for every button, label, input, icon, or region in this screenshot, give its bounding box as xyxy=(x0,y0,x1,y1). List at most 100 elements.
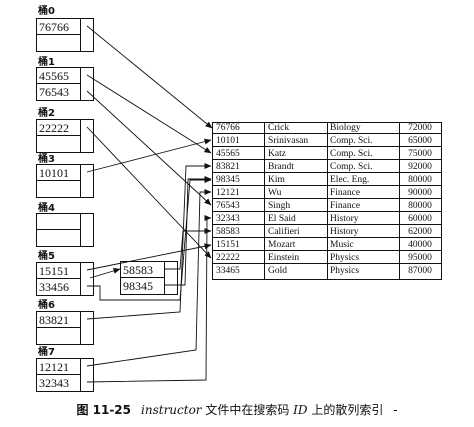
overflow-entry-2: 98345 xyxy=(121,278,165,294)
caption-middle: 文件中在搜索码 xyxy=(201,403,294,417)
bucket-7-entry-1: 12121 xyxy=(37,359,81,375)
bucket-4-entry-1 xyxy=(37,214,81,230)
record-id: 12121 xyxy=(216,188,240,198)
record-name: Califieri xyxy=(268,227,300,237)
record-dept: Comp. Sci. xyxy=(330,162,373,172)
record-name: Brandt xyxy=(268,162,294,172)
bucket-5-entry-1: 15151 xyxy=(37,263,81,279)
record-id: 83821 xyxy=(216,162,240,172)
bucket-6-entry-1: 83821 xyxy=(37,312,81,328)
record-id: 45565 xyxy=(216,149,240,159)
instructor-record: 33465 Gold Physics 87000 xyxy=(213,266,441,277)
bucket-0-label: 桶0 xyxy=(38,6,55,17)
caption-relation: instructor xyxy=(141,403,202,417)
pointer-arrow xyxy=(87,177,212,301)
record-name: Singh xyxy=(268,201,291,211)
instructor-record: 22222 Einstein Physics 95000 xyxy=(213,253,441,265)
bucket-2-entry-2 xyxy=(37,136,81,152)
instructor-record: 12121 Wu Finance 90000 xyxy=(213,188,441,200)
record-id: 22222 xyxy=(216,253,240,263)
bucket-7-label: 桶7 xyxy=(38,347,55,358)
bucket-3-entry-1: 10101 xyxy=(37,165,81,181)
pointer-arrow xyxy=(89,267,121,279)
record-dept: Finance xyxy=(330,188,361,198)
record-dept: History xyxy=(330,214,359,224)
record-name: El Said xyxy=(268,214,296,224)
record-salary: 72000 xyxy=(408,123,432,133)
record-salary: 80000 xyxy=(408,201,432,211)
column-divider xyxy=(399,123,400,279)
record-dept: Elec. Eng. xyxy=(330,175,370,185)
bucket-0: 76766 xyxy=(36,18,94,52)
record-salary: 60000 xyxy=(408,214,432,224)
bucket-0-entry-1: 76766 xyxy=(37,19,81,35)
record-salary: 62000 xyxy=(408,227,432,237)
record-salary: 87000 xyxy=(408,266,432,276)
bucket-4-label: 桶4 xyxy=(38,203,55,214)
record-dept: Physics xyxy=(330,253,360,263)
pointer-arrow xyxy=(86,138,212,173)
record-dept: Comp. Sci. xyxy=(330,149,373,159)
record-name: Kim xyxy=(268,175,285,185)
record-salary: 40000 xyxy=(408,240,432,250)
record-name: Katz xyxy=(268,149,286,159)
pointer-arrow xyxy=(86,243,212,271)
record-salary: 95000 xyxy=(408,253,432,263)
record-id: 58583 xyxy=(216,227,240,237)
bucket-1-entry-1: 45565 xyxy=(37,68,81,84)
bucket-7: 12121 32343 xyxy=(36,358,94,392)
pointer-arrow xyxy=(86,189,212,367)
record-name: Srinivasan xyxy=(268,136,309,146)
record-dept: Music xyxy=(330,240,354,250)
record-id: 15151 xyxy=(216,240,240,250)
pointer-arrow xyxy=(86,215,212,383)
record-name: Wu xyxy=(268,188,282,198)
record-id: 98345 xyxy=(216,175,240,185)
bucket-6: 83821 xyxy=(36,311,94,345)
record-name: Gold xyxy=(268,266,287,276)
record-id: 76543 xyxy=(216,201,240,211)
record-salary: 80000 xyxy=(408,175,432,185)
bucket-1-label: 桶1 xyxy=(38,57,55,68)
column-divider xyxy=(264,123,265,279)
record-dept: Physics xyxy=(330,266,360,276)
bucket-4 xyxy=(36,213,94,247)
caption-key: ID xyxy=(293,403,308,417)
record-salary: 65000 xyxy=(408,136,432,146)
instructor-record: 15151 Mozart Music 40000 xyxy=(213,240,441,252)
bucket-3: 10101 xyxy=(36,164,94,198)
bucket-5: 15151 33456 xyxy=(36,262,94,296)
bucket-4-entry-2 xyxy=(37,230,81,246)
pointer-arrow xyxy=(165,176,212,286)
bucket-7-entry-2: 32343 xyxy=(37,375,81,391)
bucket-5-label: 桶5 xyxy=(38,251,55,262)
record-dept: History xyxy=(330,227,359,237)
pointer-arrow xyxy=(86,163,212,320)
bucket-2-entry-1: 22222 xyxy=(37,120,81,136)
bucket-3-entry-2 xyxy=(37,181,81,197)
pointer-arrow xyxy=(86,25,213,129)
record-id: 33465 xyxy=(216,266,240,276)
record-name: Crick xyxy=(268,123,290,133)
record-salary: 90000 xyxy=(408,188,432,198)
record-salary: 75000 xyxy=(408,149,432,159)
bucket-5-entry-2: 33456 xyxy=(37,279,81,295)
record-name: Einstein xyxy=(268,253,300,263)
instructor-record: 98345 Kim Elec. Eng. 80000 xyxy=(213,175,441,187)
record-id: 76766 xyxy=(216,123,240,133)
instructor-record: 76543 Singh Finance 80000 xyxy=(213,201,441,213)
figure-number: 图 11-25 xyxy=(76,403,132,417)
caption-end: 上的散列索引 xyxy=(307,403,384,417)
record-dept: Finance xyxy=(330,201,361,211)
overflow-bucket: 58583 98345 xyxy=(120,261,178,295)
column-divider xyxy=(327,123,328,279)
record-name: Mozart xyxy=(268,240,296,250)
bucket-6-label: 桶6 xyxy=(38,300,55,311)
